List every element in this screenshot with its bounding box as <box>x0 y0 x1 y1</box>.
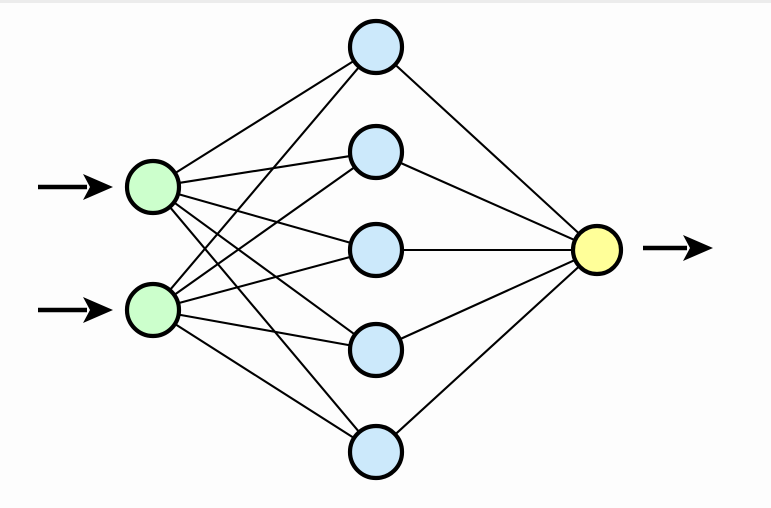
edge-i1-h2 <box>175 154 354 185</box>
edge-i1-h4 <box>171 200 358 337</box>
edge-h5-o1 <box>392 263 582 437</box>
edge-i1-h1 <box>172 58 357 176</box>
nodes-group <box>124 18 624 481</box>
node-o1-output[interactable] <box>570 223 624 277</box>
io-arrows-group <box>38 174 713 323</box>
node-i1-input[interactable] <box>124 158 182 216</box>
node-h4-hidden[interactable] <box>347 321 405 379</box>
input-arrow-1-head <box>83 174 113 200</box>
node-h3-hidden[interactable] <box>347 221 405 279</box>
edge-h4-o1 <box>396 258 579 342</box>
edge-h2-o1 <box>396 160 578 243</box>
edge-i2-h1 <box>167 64 362 293</box>
output-arrow-head <box>683 235 713 261</box>
node-h1-hidden[interactable] <box>347 18 405 76</box>
node-h5-hidden[interactable] <box>347 423 405 481</box>
edge-i2-h4 <box>175 313 354 347</box>
edge-h1-o1 <box>392 62 582 237</box>
node-i2-input[interactable] <box>124 281 182 339</box>
node-h2-hidden[interactable] <box>347 123 405 181</box>
input-arrow-2-head <box>83 297 113 323</box>
edge-i1-h3 <box>175 192 354 245</box>
edge-i1-h5 <box>167 204 362 435</box>
edge-i2-h2 <box>171 164 358 298</box>
edge-i2-h5 <box>172 321 357 441</box>
edges-group <box>167 58 582 441</box>
edge-i2-h3 <box>175 255 354 305</box>
